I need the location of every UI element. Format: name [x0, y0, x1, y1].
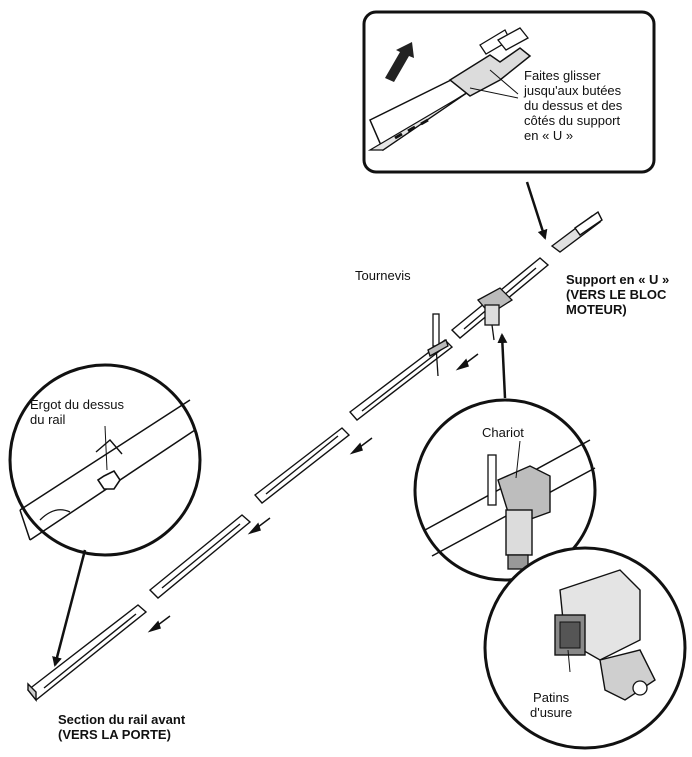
rail-tab-label: Ergot du dessus du rail: [30, 397, 124, 427]
wear-pads-label: Patins d'usure: [530, 690, 572, 720]
u-bracket-line-1: Support en « U »: [566, 272, 670, 287]
front-rail-line-2: (VERS LA PORTE): [58, 727, 171, 742]
u-bracket-line-3: MOTEUR): [566, 302, 627, 317]
wear-pads-line-2: d'usure: [530, 705, 573, 720]
rail-tab-line-2: du rail: [30, 412, 66, 427]
inset-line-1: Faites glisser: [524, 68, 601, 83]
trolley-pointer-arrow: [497, 333, 508, 399]
inset-instruction-text: Faites glisser jusqu'aux butées du dessu…: [524, 68, 622, 143]
inset-line-2: jusqu'aux butées: [524, 83, 622, 98]
inset-rail-tab-detail: [8, 363, 202, 557]
wear-pads-line-1: Patins: [533, 690, 570, 705]
front-rail-line-1: Section du rail avant: [58, 712, 186, 727]
u-bracket-label: Support en « U » (VERS LE BLOC MOTEUR): [566, 272, 669, 317]
direction-arrows: [147, 353, 479, 633]
trolley-label: Chariot: [482, 425, 524, 440]
rail-tab-line-1: Ergot du dessus: [30, 397, 124, 412]
rail-tab-pointer-arrow: [52, 549, 87, 667]
inset-pointer-arrow: [525, 181, 548, 240]
inset-wear-pads-detail: [483, 546, 687, 750]
inset-line-4: côtés du support: [524, 113, 621, 128]
inset-line-3: du dessus et des: [524, 98, 623, 113]
u-bracket-line-2: (VERS LE BLOC: [566, 287, 667, 302]
front-rail-label: Section du rail avant (VERS LA PORTE): [58, 712, 185, 742]
inset-u-bracket-detail: [362, 10, 656, 174]
rail-assembly: [27, 210, 603, 702]
trolley-illustration: [476, 287, 514, 341]
screwdriver-illustration: [427, 313, 449, 377]
screwdriver-label: Tournevis: [355, 268, 411, 283]
inset-trolley-detail: [413, 398, 597, 582]
inset-line-5: en « U »: [524, 128, 574, 143]
